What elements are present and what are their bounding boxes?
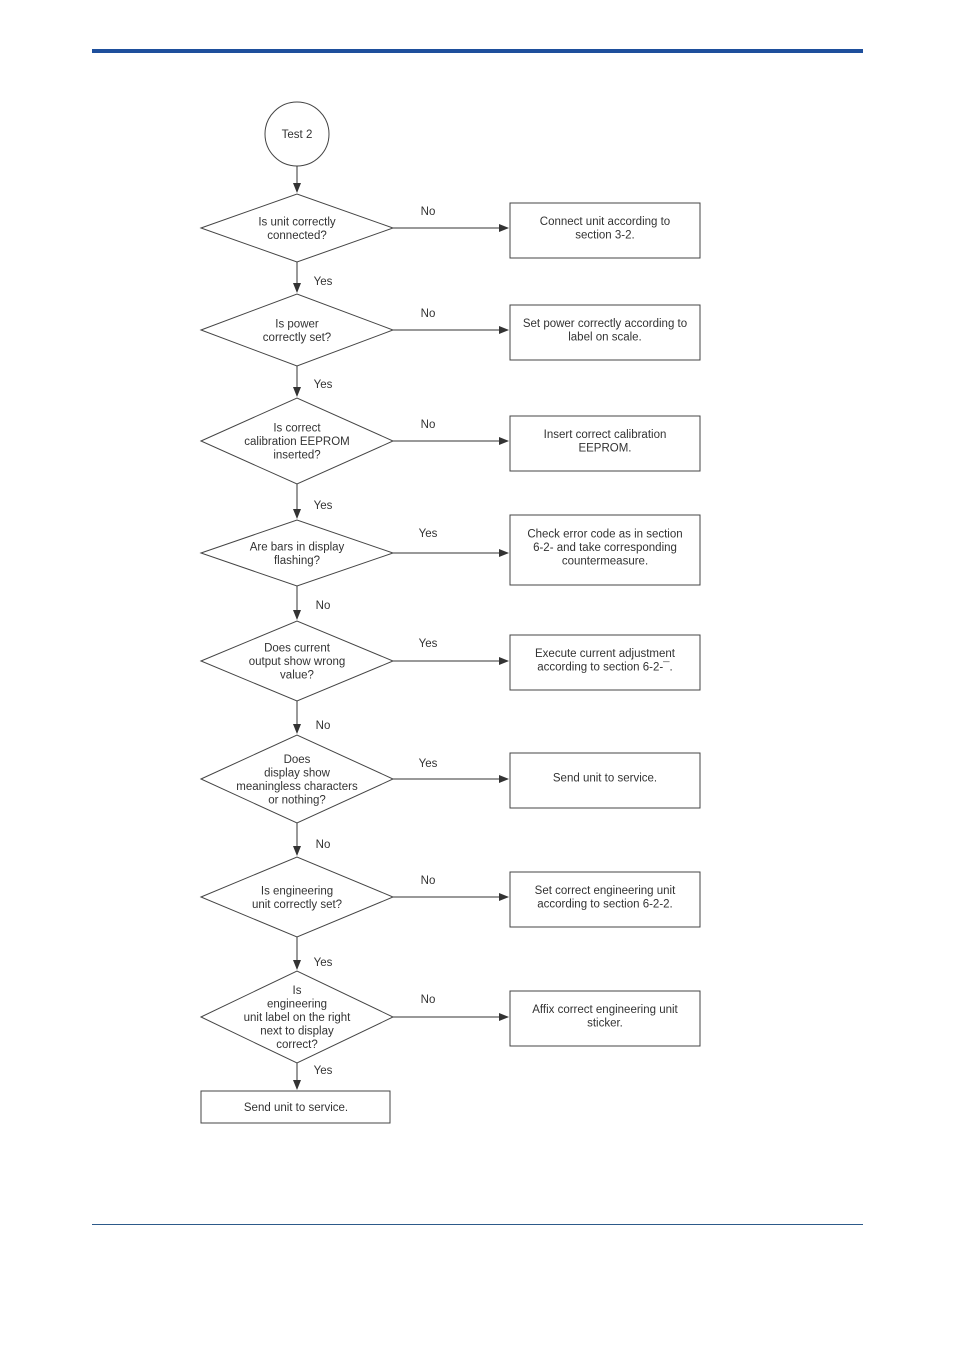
flow-label: Yes — [314, 379, 333, 391]
branch-label: Yes — [419, 758, 438, 770]
decision-text: correct? — [276, 1039, 318, 1051]
action-box — [509, 202, 701, 259]
action-text: sticker. — [587, 1017, 623, 1029]
decision-text: calibration EEPROM — [244, 436, 349, 448]
branch-label: No — [421, 419, 436, 431]
action-text: according to section 6-2-2. — [537, 898, 673, 910]
decision-text: output show wrong — [249, 656, 346, 668]
action-box — [509, 304, 701, 361]
decision-text: Is — [293, 985, 302, 997]
action-box — [509, 752, 701, 809]
action-text: according to section 6-2-¯. — [537, 661, 672, 673]
decision-text: Is power — [275, 318, 319, 330]
branch-label: No — [421, 206, 436, 218]
decision-text: engineering — [267, 999, 327, 1011]
end-box — [200, 1090, 391, 1124]
action-text: EEPROM. — [578, 442, 631, 454]
decision-step: Are bars in display flashing? Yes Check err… — [199, 514, 701, 620]
branch-label: No — [421, 875, 436, 887]
flow-label: Yes — [314, 1065, 333, 1077]
decision-text: Is engineering — [261, 885, 333, 897]
action-text: Insert correct calibration — [544, 429, 667, 441]
action-text: Send unit to service. — [553, 773, 657, 785]
decision-text: unit label on the right — [244, 1012, 352, 1024]
action-box — [509, 990, 701, 1047]
start-label: Test 2 — [282, 129, 313, 141]
action-text: Affix correct engineering unit — [532, 1004, 678, 1016]
action-text: Set correct engineering unit — [535, 885, 676, 897]
decision-text: unit correctly set? — [252, 899, 342, 911]
action-text: Check error code as in section — [527, 529, 682, 541]
decision-text: Does — [284, 754, 311, 766]
action-text: Set power correctly according to — [523, 318, 687, 330]
decision-text: Does current — [264, 643, 331, 655]
action-box — [509, 415, 701, 472]
branch-label: No — [421, 308, 436, 320]
action-text: label on scale. — [568, 331, 642, 343]
action-box — [509, 634, 701, 691]
decision-text: display show — [264, 767, 331, 779]
action-text: 6-2- and take corresponding — [533, 542, 677, 554]
footer-rule — [92, 1224, 863, 1225]
decision-text: meaningless characters — [236, 781, 358, 793]
decision-text: correctly set? — [263, 332, 331, 344]
decision-text: Are bars in display — [250, 541, 345, 553]
flow-label: Yes — [314, 276, 333, 288]
branch-label: Yes — [419, 528, 438, 540]
action-text: Execute current adjustment — [535, 648, 676, 660]
decision-text: next to display — [260, 1026, 334, 1038]
action-text: countermeasure. — [562, 556, 648, 568]
decision-text: inserted? — [273, 450, 320, 462]
flow-label: Yes — [314, 500, 333, 512]
decision-text: Is correct — [273, 423, 321, 435]
end-label: Send unit to service. — [244, 1102, 348, 1114]
decision-text: flashing? — [274, 555, 320, 567]
decision-text: value? — [280, 670, 314, 682]
flow-label: No — [316, 600, 331, 612]
action-box — [509, 871, 701, 928]
decision-text: connected? — [267, 230, 326, 242]
flow-label: No — [316, 839, 331, 851]
action-text: Connect unit according to — [540, 216, 670, 228]
flow-label: No — [316, 720, 331, 732]
action-box — [509, 514, 701, 586]
action-text: section 3-2. — [575, 229, 634, 241]
header-rule — [92, 49, 863, 53]
branch-label: No — [421, 994, 436, 1006]
decision-text: or nothing? — [268, 794, 326, 806]
decision-text: Is unit correctly — [258, 216, 336, 228]
flow-label: Yes — [314, 957, 333, 969]
branch-label: Yes — [419, 638, 438, 650]
